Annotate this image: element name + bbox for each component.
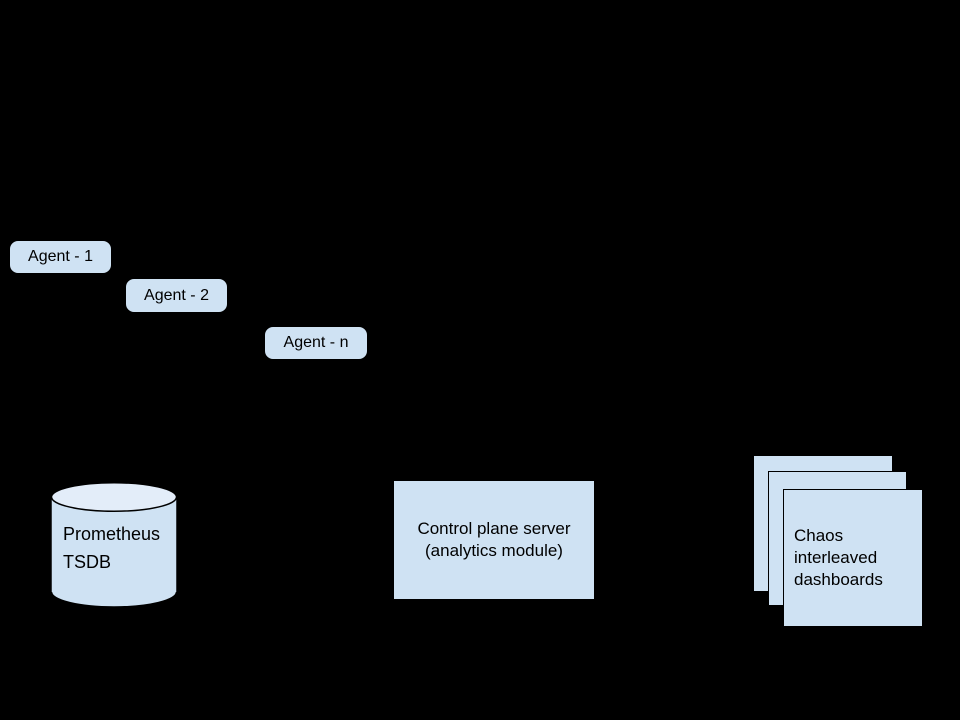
control-plane-label-line2: (analytics module) [425,541,563,560]
dashboards-label-line2: interleaved [794,548,878,567]
node-agent-2-label: Agent - 2 [144,286,209,304]
node-agent-n: Agent - n [264,326,368,360]
control-plane-label-line1: Control plane server [417,519,571,538]
node-agent-n-label: Agent - n [283,334,349,351]
node-prometheus-tsdb-label: Prometheus TSDB [63,520,160,576]
node-agent-1: Agent - 1 [9,240,112,274]
database-cylinder-icon [50,482,178,608]
dashboards-label-line1: Chaos [794,526,844,545]
node-agent-1-label: Agent - 1 [28,248,93,265]
prometheus-label-line2: TSDB [63,552,112,572]
prometheus-label-line1: Prometheus [63,524,161,544]
node-agent-2: Agent - 2 [125,278,228,313]
node-chaos-dashboards: Chaos interleaved dashboards [783,489,923,627]
node-prometheus-tsdb: Prometheus TSDB [50,482,178,608]
dashboards-label-line3: dashboards [794,570,883,589]
node-control-plane-server: Control plane server (analytics module) [393,480,595,600]
